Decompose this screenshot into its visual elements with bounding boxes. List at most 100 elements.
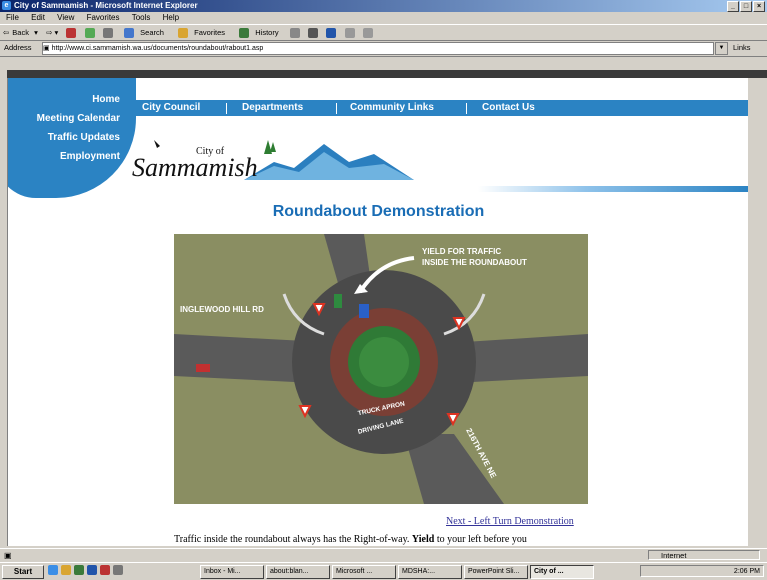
blue-car bbox=[359, 304, 369, 318]
task-mdsha[interactable]: MDSHA:... bbox=[398, 565, 462, 579]
south-road bbox=[404, 434, 504, 504]
task-city-of[interactable]: City of ... bbox=[530, 565, 594, 579]
discuss-icon[interactable] bbox=[344, 27, 355, 38]
page-top-band bbox=[7, 70, 767, 78]
nav-departments[interactable]: Departments bbox=[242, 102, 304, 113]
logo-sammamish: Sammamish bbox=[132, 153, 258, 182]
search-button[interactable]: Search bbox=[121, 28, 167, 39]
quicklaunch-outlook-icon[interactable] bbox=[61, 565, 71, 575]
menu-edit[interactable]: Edit bbox=[31, 13, 45, 22]
search-icon bbox=[124, 28, 135, 39]
paragraph-bold: Yield bbox=[411, 534, 435, 545]
history-button[interactable]: History bbox=[236, 28, 281, 39]
header-rule bbox=[478, 186, 749, 192]
links-button[interactable]: Links bbox=[733, 43, 751, 52]
forward-button[interactable]: ⇨ ▾ bbox=[46, 28, 59, 37]
quicklaunch-desktop-icon[interactable] bbox=[113, 565, 123, 575]
quicklaunch-powerpoint-icon[interactable] bbox=[100, 565, 110, 575]
nav-traffic-updates[interactable]: Traffic Updates bbox=[47, 132, 120, 143]
nav-employment[interactable]: Employment bbox=[59, 151, 120, 162]
curb bbox=[282, 293, 325, 336]
security-zone: Internet bbox=[648, 550, 760, 560]
callout-arrow bbox=[358, 256, 415, 294]
search-label: Search bbox=[140, 28, 164, 37]
paragraph-prefix: Traffic inside the roundabout always has… bbox=[174, 534, 410, 545]
callout-arrowhead bbox=[354, 284, 368, 294]
nav-meeting-calendar[interactable]: Meeting Calendar bbox=[36, 113, 120, 124]
quicklaunch-excel-icon[interactable] bbox=[74, 565, 84, 575]
menu-view[interactable]: View bbox=[57, 13, 75, 22]
mail-icon[interactable] bbox=[289, 27, 300, 38]
curb bbox=[443, 293, 486, 336]
red-car bbox=[196, 364, 210, 372]
word-icon[interactable] bbox=[326, 27, 337, 38]
logo-mountains-light bbox=[244, 152, 414, 180]
quick-launch bbox=[48, 565, 123, 575]
quicklaunch-ie-icon[interactable] bbox=[48, 565, 58, 575]
yield-callout-line1: YIELD FOR TRAFFIC bbox=[422, 247, 501, 256]
paragraph-suffix: to your left before you bbox=[436, 534, 527, 545]
start-label: Start bbox=[13, 567, 33, 576]
page-title: Roundabout Demonstration bbox=[272, 203, 485, 220]
status-bar: ▣ Internet bbox=[0, 548, 767, 562]
messenger-icon[interactable] bbox=[362, 27, 373, 38]
maximize-button[interactable]: □ bbox=[740, 1, 752, 12]
address-label: Address bbox=[4, 43, 32, 52]
ie-logo-icon: e bbox=[2, 1, 11, 10]
vertical-scrollbar[interactable] bbox=[748, 78, 767, 546]
city-logo[interactable]: City of Sammamish bbox=[124, 132, 424, 187]
start-button[interactable]: Start bbox=[2, 565, 44, 579]
back-button[interactable]: ⇦Back ▾ bbox=[3, 28, 38, 37]
address-dropdown-button[interactable]: ▼ bbox=[715, 42, 728, 55]
address-input[interactable]: ▣ http://www.ci.sammamish.wa.us/document… bbox=[42, 42, 714, 55]
next-demonstration-link[interactable]: Next - Left Turn Demonstration bbox=[446, 516, 574, 527]
menu-tools[interactable]: Tools bbox=[131, 13, 151, 22]
nav-home[interactable]: Home bbox=[92, 94, 120, 105]
task-buttons: Inbox - Mi... about:blan... Microsoft ..… bbox=[200, 565, 594, 579]
yield-sign-icon bbox=[452, 317, 466, 331]
internet-zone-label: Internet bbox=[661, 551, 687, 560]
yield-callout-line2: INSIDE THE ROUNDABOUT bbox=[422, 258, 527, 267]
back-label: Back bbox=[12, 28, 29, 37]
menu-bar: File Edit View Favorites Tools Help bbox=[0, 12, 767, 23]
nav-contact-us[interactable]: Contact Us bbox=[482, 102, 535, 113]
stop-icon[interactable] bbox=[66, 27, 77, 38]
quicklaunch-word-icon[interactable] bbox=[87, 565, 97, 575]
page-icon: ▣ bbox=[43, 45, 52, 52]
address-url: http://www.ci.sammamish.wa.us/documents/… bbox=[51, 45, 264, 52]
top-nav: City Council Departments Community Links… bbox=[126, 100, 749, 116]
window-controls: _ □ × bbox=[727, 1, 765, 12]
system-tray: 2:06 PM bbox=[640, 565, 764, 577]
nav-separator bbox=[466, 103, 467, 114]
window-title: City of Sammamish - Microsoft Internet E… bbox=[14, 1, 198, 10]
logo-trees bbox=[264, 140, 276, 154]
refresh-icon[interactable] bbox=[84, 27, 95, 38]
home-icon[interactable] bbox=[102, 27, 113, 38]
logo-bird-icon bbox=[154, 140, 160, 148]
task-powerpoint[interactable]: PowerPoint Sli... bbox=[464, 565, 528, 579]
nav-separator bbox=[226, 103, 227, 114]
favorites-button[interactable]: Favorites bbox=[175, 28, 228, 39]
close-button[interactable]: × bbox=[753, 1, 765, 12]
yield-sign-icon bbox=[446, 413, 460, 427]
road-label-west: INGLEWOOD HILL RD bbox=[180, 305, 264, 314]
menu-favorites[interactable]: Favorites bbox=[86, 13, 120, 22]
yield-sign-icon bbox=[312, 303, 326, 317]
logo-city-of: City of bbox=[196, 146, 225, 157]
task-inbox[interactable]: Inbox - Mi... bbox=[200, 565, 264, 579]
task-about-blank[interactable]: about:blan... bbox=[266, 565, 330, 579]
green-car bbox=[334, 294, 342, 308]
nav-city-council[interactable]: City Council bbox=[142, 102, 201, 113]
page-viewport: Home Meeting Calendar Traffic Updates Em… bbox=[7, 78, 749, 546]
task-microsoft[interactable]: Microsoft ... bbox=[332, 565, 396, 579]
menu-help[interactable]: Help bbox=[162, 13, 180, 22]
nav-community-links[interactable]: Community Links bbox=[350, 102, 434, 113]
nav-separator bbox=[336, 103, 337, 114]
favorites-label: Favorites bbox=[194, 28, 225, 37]
minimize-button[interactable]: _ bbox=[727, 1, 739, 12]
taskbar: Start Inbox - Mi... about:blan... Micros… bbox=[0, 562, 767, 580]
menu-file[interactable]: File bbox=[6, 13, 19, 22]
left-nav: Home Meeting Calendar Traffic Updates Em… bbox=[8, 90, 120, 166]
print-icon[interactable] bbox=[308, 27, 319, 38]
